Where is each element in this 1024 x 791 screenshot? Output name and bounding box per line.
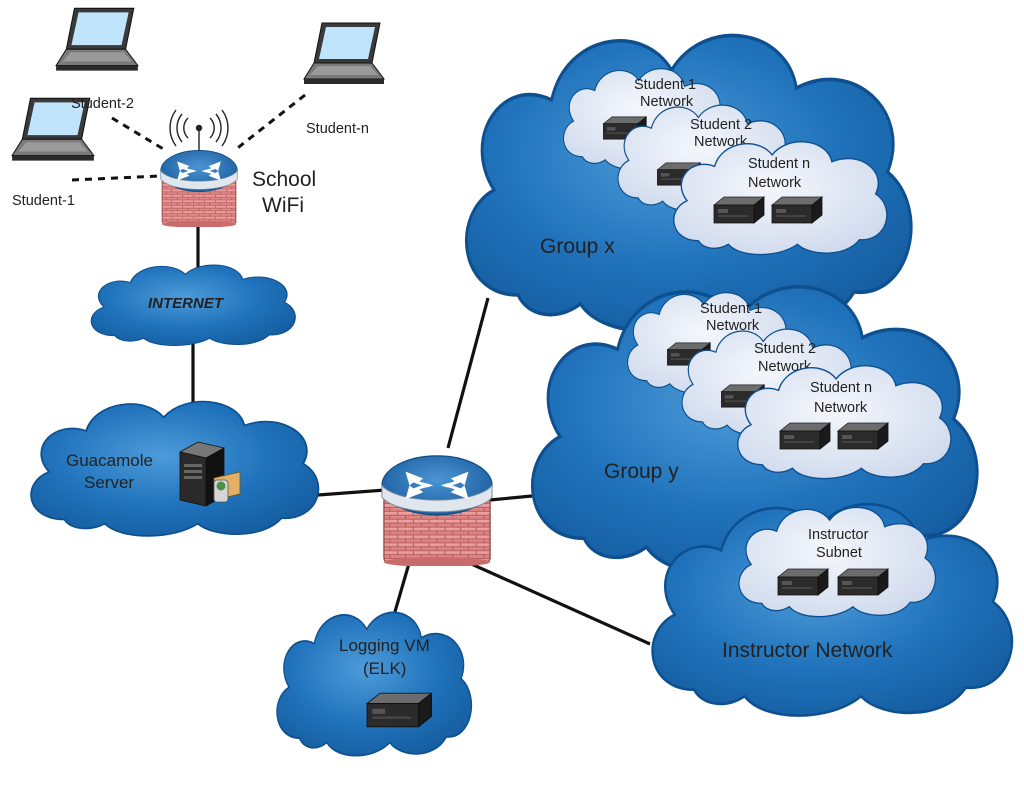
label-wifi: WiFi: [262, 194, 304, 217]
label-subnet: Subnet: [816, 545, 862, 561]
label-gy-s1-network: Network: [706, 318, 760, 334]
label-group-x: Group x: [540, 235, 615, 258]
label-server: Server: [84, 473, 134, 492]
link-router-groupy: [489, 494, 533, 502]
label-elk: (ELK): [363, 659, 406, 678]
label-gx-sn-network: Network: [748, 175, 802, 191]
server-icon-gx-sn-2: [771, 196, 823, 224]
label-gy-s1: Student 1: [700, 301, 762, 317]
server-icon-gx-sn-1: [713, 196, 765, 224]
link-router-instructor: [457, 556, 651, 646]
label-instructor-network: Instructor Network: [722, 639, 893, 662]
link-guacamole-router: [317, 488, 386, 497]
network-links: [71, 93, 651, 646]
laptop-icon-student-n: [303, 22, 385, 85]
label-logging-vm: Logging VM: [339, 636, 430, 655]
router-firewall-icon-wifi: [160, 150, 238, 227]
link-router-groupx: [446, 297, 490, 449]
wifi-link-student-2: [111, 116, 166, 152]
label-school: School: [252, 168, 316, 191]
label-student-n: Student-n: [306, 121, 369, 137]
wifi-link-student-n: [234, 93, 306, 152]
laptop-icon-student-2: [55, 7, 139, 72]
wifi-link-student-1: [71, 174, 161, 182]
router-firewall-icon-core: [381, 455, 493, 566]
server-tower-icon: [178, 441, 241, 507]
server-icon-instructor-2: [837, 568, 889, 596]
label-gy-s2: Student 2: [754, 341, 816, 357]
label-gx-sn: Student n: [748, 156, 810, 172]
server-icon-gy-sn-1: [779, 422, 831, 450]
label-gx-s2: Student 2: [690, 117, 752, 133]
label-student-1: Student-1: [12, 193, 75, 209]
cloud-logging: [276, 611, 473, 757]
label-gx-s1: Student 1: [634, 77, 696, 93]
wifi-signal-icon: [169, 109, 229, 150]
label-gy-sn-network: Network: [814, 400, 868, 416]
label-internet: INTERNET: [148, 295, 225, 312]
server-icon-gy-sn-2: [837, 422, 889, 450]
label-group-y: Group y: [604, 460, 679, 483]
label-gy-sn: Student n: [810, 380, 872, 396]
label-student-2: Student-2: [71, 96, 134, 112]
label-instructor: Instructor: [808, 527, 869, 543]
server-icon-instructor-1: [777, 568, 829, 596]
label-gx-s1-network: Network: [640, 94, 694, 110]
wifi-router: [160, 109, 238, 227]
label-guacamole: Guacamole: [66, 451, 153, 470]
server-icon-logging: [366, 692, 433, 728]
